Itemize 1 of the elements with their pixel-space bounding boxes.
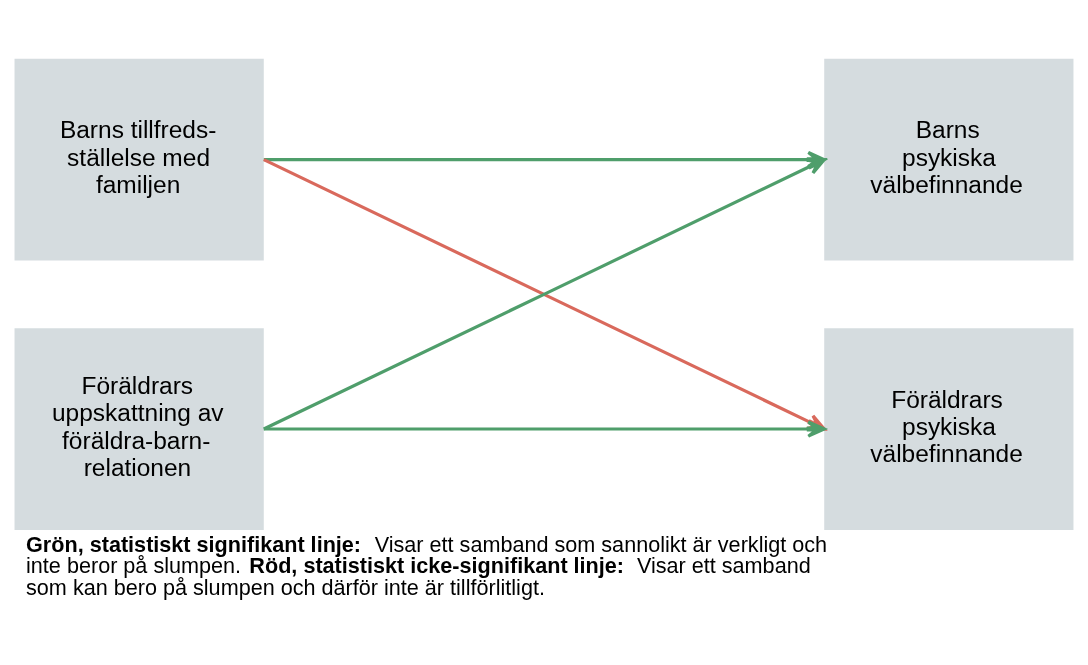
caption: Grön, statistiskt signifikant linje: Visar ett samband som sannolikt är verkligt och inte beror på slumpen. Röd, statistiskt icke-signifikant linje: Visar ett samband som kan bero på slumpen och därför inte är tillförlitligt. xyxy=(26,531,828,600)
